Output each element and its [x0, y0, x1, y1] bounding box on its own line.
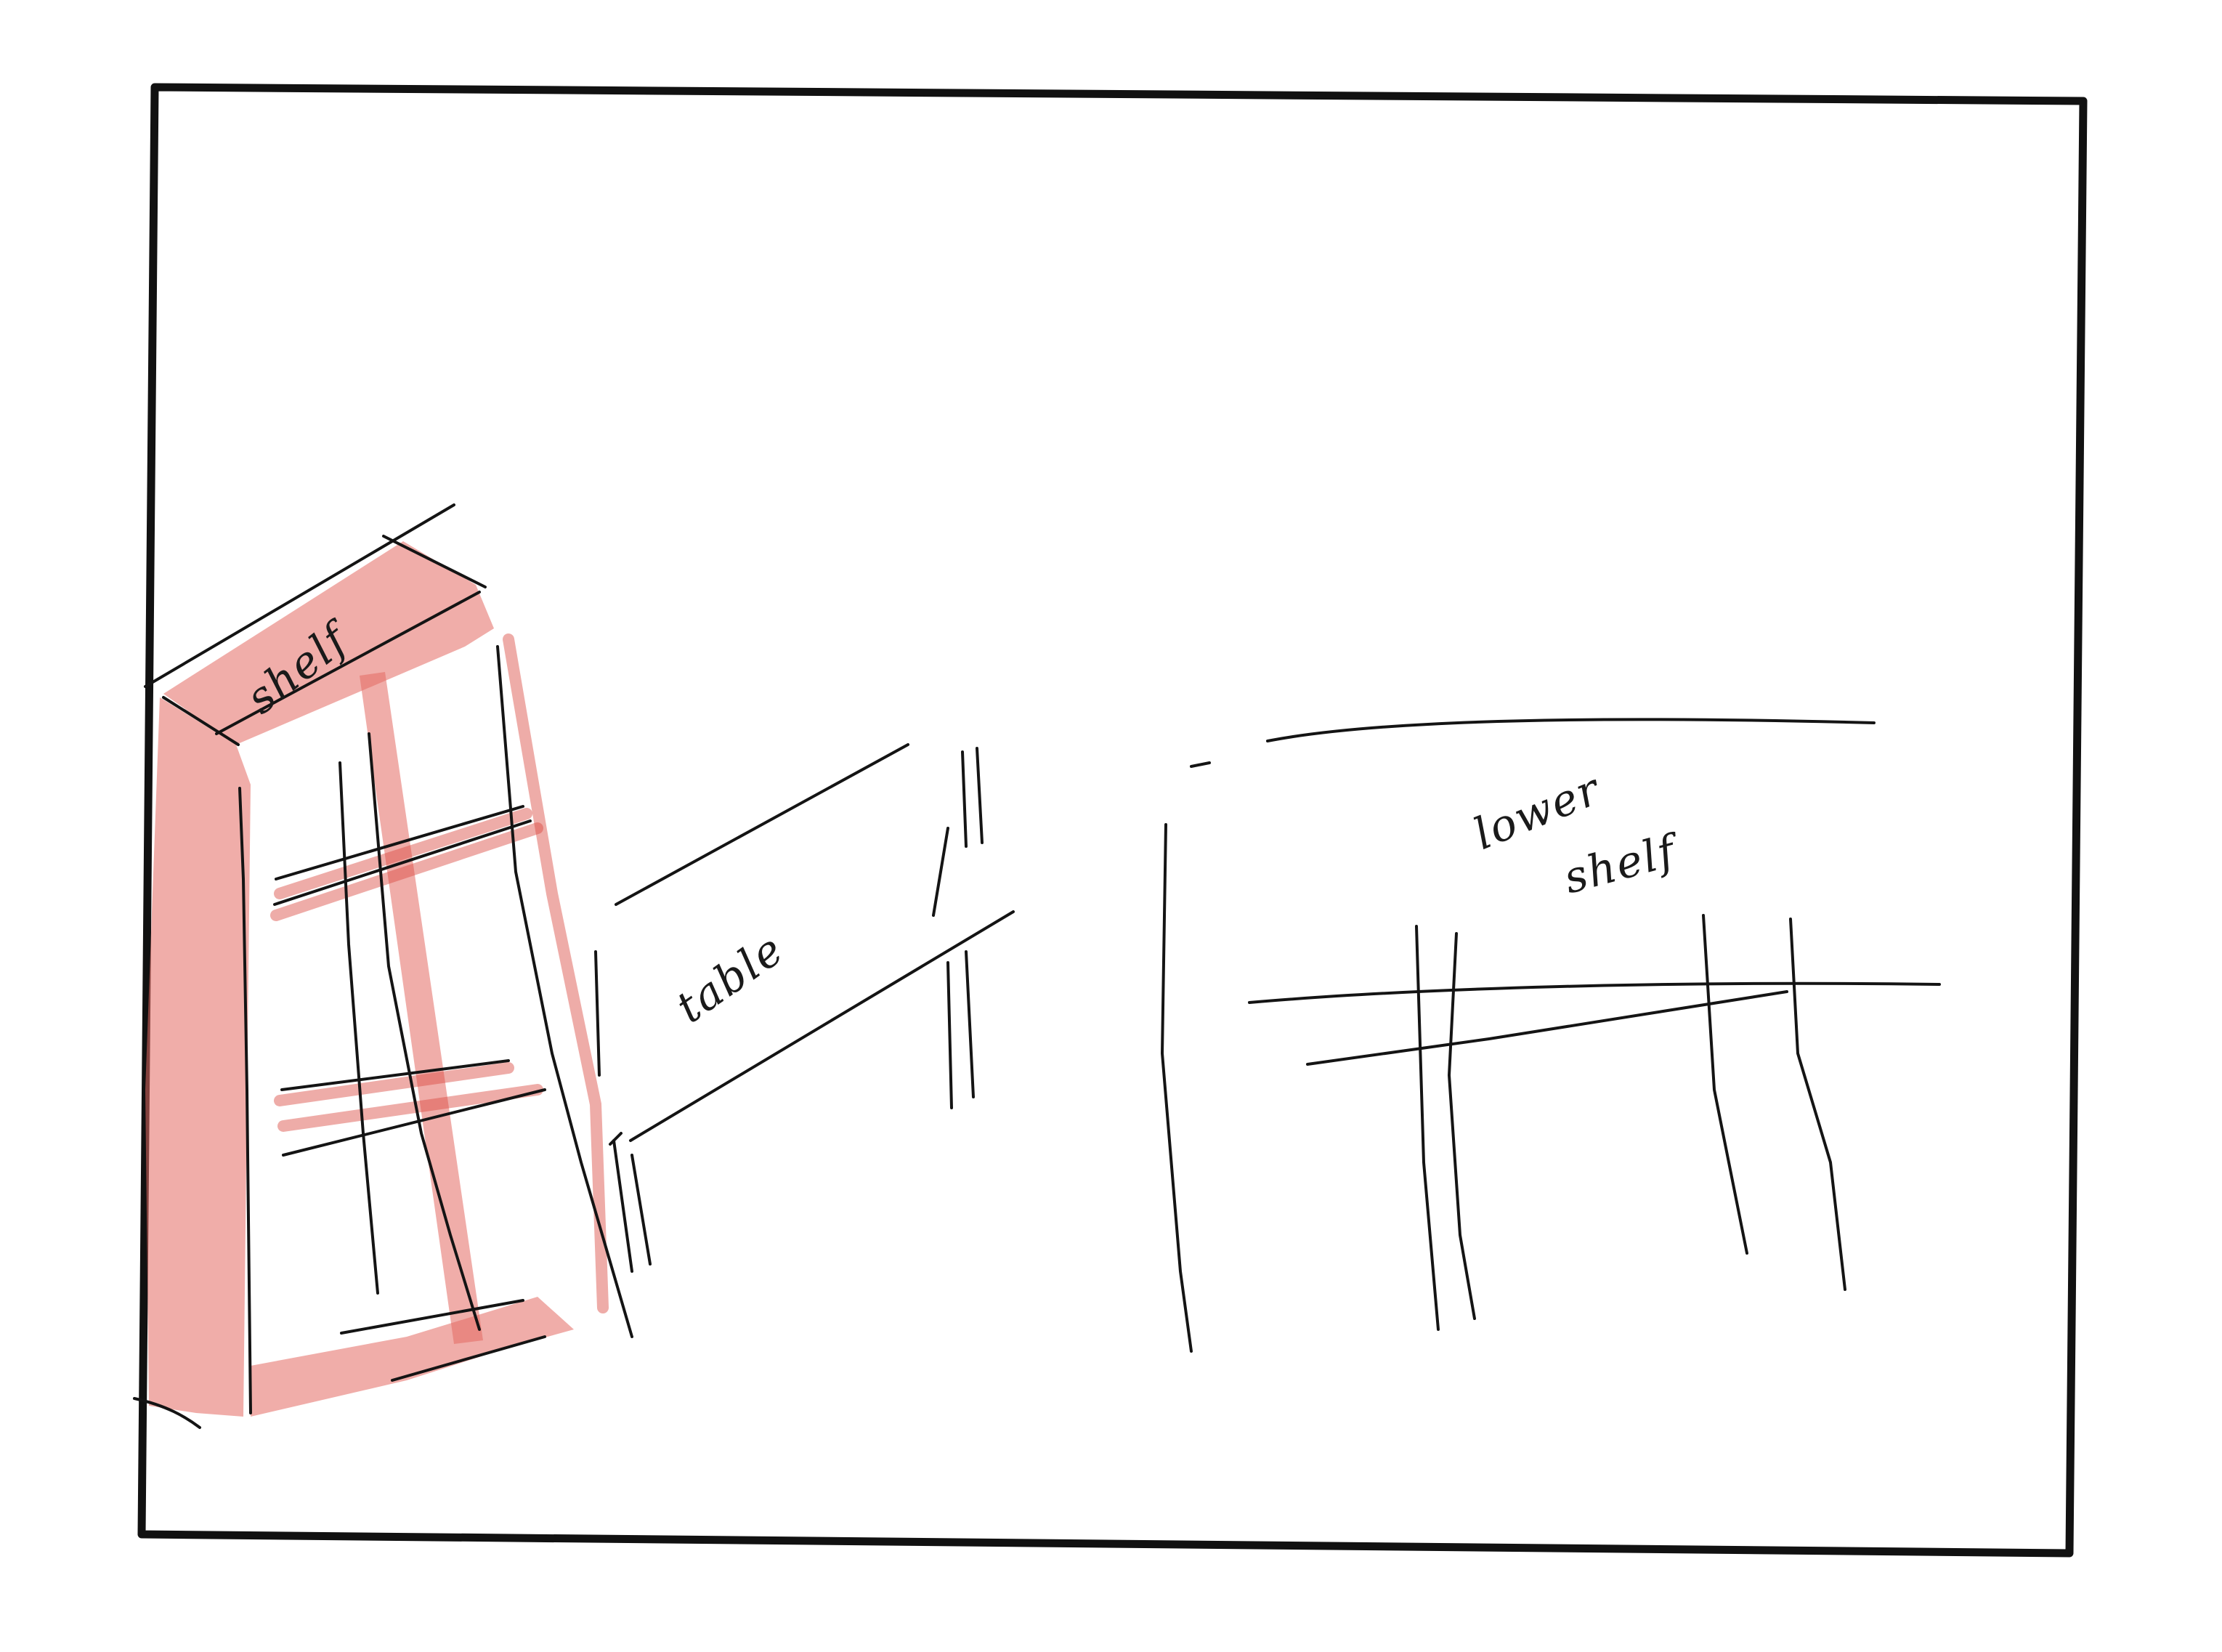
- shelf-bookcase: [134, 505, 632, 1428]
- table-leg-front-left-1: [614, 1141, 632, 1271]
- lower-shelf-board-2: [1307, 992, 1787, 1064]
- shelf-right-post: [498, 647, 632, 1337]
- shelf-right-shading: [508, 639, 603, 1308]
- table: [596, 745, 1013, 1271]
- lower-shelf-leg-3: [1703, 915, 1747, 1253]
- table-foot-tick: [610, 1133, 621, 1144]
- lower-shelf-label-line2: shelf: [1559, 824, 1687, 904]
- lower-shelf-leg-4: [1791, 919, 1845, 1289]
- lower-shelf-board-1: [1249, 984, 1939, 1003]
- lower-shelf-label-line1: lower: [1467, 764, 1608, 860]
- lower-shelf-left-side: [1162, 825, 1191, 1351]
- shelf-divider-shading: [360, 672, 483, 1344]
- table-right-edge: [933, 828, 948, 915]
- shelf-board-shading-2: [280, 1068, 538, 1126]
- shelf-divider-left: [340, 763, 378, 1293]
- table-back-edge: [616, 745, 908, 904]
- table-label: table: [667, 923, 793, 1033]
- table-left-edge: [596, 952, 599, 1075]
- table-leg-front-right-2: [966, 952, 973, 1097]
- table-front-edge: [630, 912, 1013, 1141]
- table-leg-back-right-2: [977, 748, 982, 843]
- table-leg-back-right-1: [962, 752, 966, 846]
- table-leg-front-left-2: [632, 1155, 650, 1264]
- lower-shelf-top-tick: [1191, 763, 1209, 766]
- table-leg-front-right-1: [948, 963, 952, 1108]
- lower-shelf-top-edge: [1268, 719, 1874, 741]
- lower-shelf-leg-1: [1416, 926, 1438, 1329]
- lower-shelf-leg-2: [1449, 934, 1475, 1319]
- shelf-base-shading: [251, 1297, 574, 1417]
- shelf-side-shading: [145, 697, 251, 1417]
